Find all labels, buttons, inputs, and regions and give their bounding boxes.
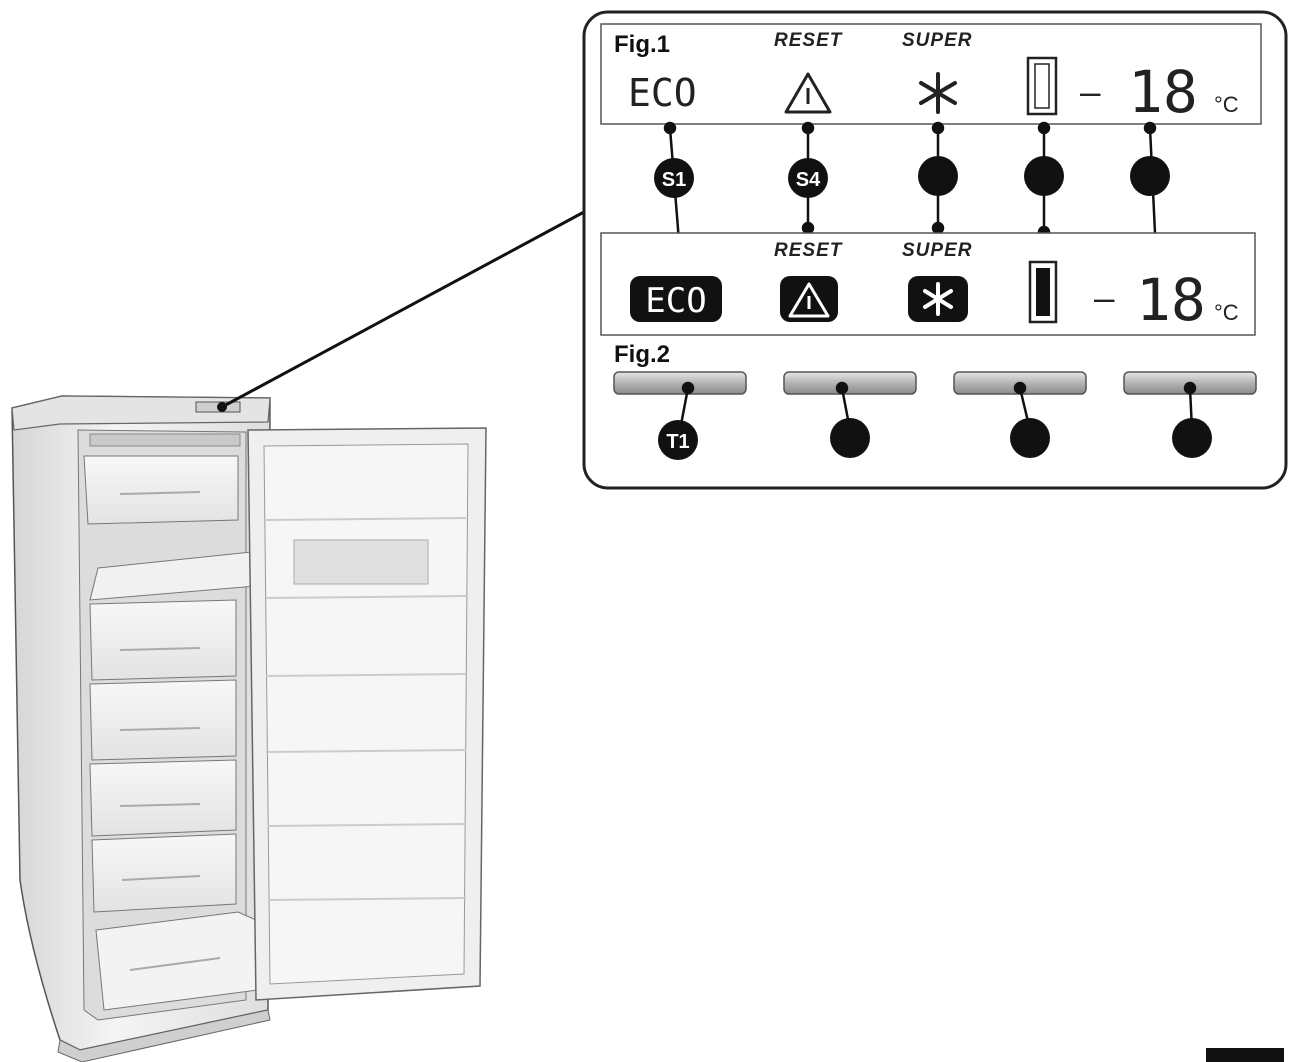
leader-line (221, 210, 585, 409)
fig2-eco-indicator: ECO (645, 281, 706, 321)
leader-dot (217, 402, 227, 412)
fig2-temp-value: 18 (1136, 266, 1206, 334)
door-indicator-icon (1028, 260, 1058, 324)
callout-bubble (918, 156, 958, 196)
drawer (91, 833, 237, 913)
callout-bubble (1130, 156, 1170, 196)
callout-bubble-s1: S1 (654, 158, 694, 198)
drawer (89, 759, 237, 837)
snowflake-icon (908, 276, 968, 322)
drawer (89, 599, 237, 681)
freezer-top-grille (89, 433, 241, 447)
door-indicator-icon (1026, 56, 1058, 116)
warning-triangle-icon (784, 72, 832, 114)
fig1-eco-indicator: ECO (628, 71, 697, 115)
freezer-door (247, 427, 487, 1001)
fig1-temp-unit: °C (1214, 92, 1239, 117)
callout-bubble (1010, 418, 1050, 458)
fig2-reset-label: RESET (774, 240, 843, 261)
fig1-display-panel (600, 23, 1262, 125)
drawer (83, 455, 239, 525)
fig1-title: Fig.1 (614, 31, 670, 58)
fig2-title: Fig.2 (614, 341, 670, 368)
fig1-temp-sign: – (1080, 73, 1101, 113)
svg-text:S4: S4 (796, 169, 821, 191)
callout-bubble-s4: S4 (788, 158, 828, 198)
fig2-temp-unit: °C (1214, 300, 1239, 325)
fig2-super-label: SUPER (902, 240, 972, 261)
svg-text:T1: T1 (666, 431, 689, 453)
page-corner-mark (1206, 1048, 1284, 1062)
snowflake-icon (919, 72, 957, 114)
warning-triangle-icon (780, 276, 838, 322)
freezer-drawers (83, 455, 271, 1011)
fig2-temp-sign: – (1094, 279, 1115, 319)
button-t2[interactable] (783, 371, 917, 395)
button-connectors (678, 381, 1197, 431)
callout-bubble-t1: T1 (658, 420, 698, 460)
callout-bubble (1172, 418, 1212, 458)
fig1-super-label: SUPER (902, 30, 972, 51)
fig1-temp-value: 18 (1128, 58, 1198, 126)
callout-bubble (1024, 156, 1064, 196)
callout-bubble (830, 418, 870, 458)
door-compartment (293, 539, 429, 585)
freezer-illustration (11, 395, 487, 1062)
freezer-base (57, 1009, 271, 1062)
drawer (89, 679, 237, 761)
fig1-reset-label: RESET (774, 30, 843, 51)
fig2-eco-badge (630, 276, 722, 322)
svg-text:S1: S1 (662, 169, 686, 191)
button-t1[interactable] (613, 371, 747, 395)
